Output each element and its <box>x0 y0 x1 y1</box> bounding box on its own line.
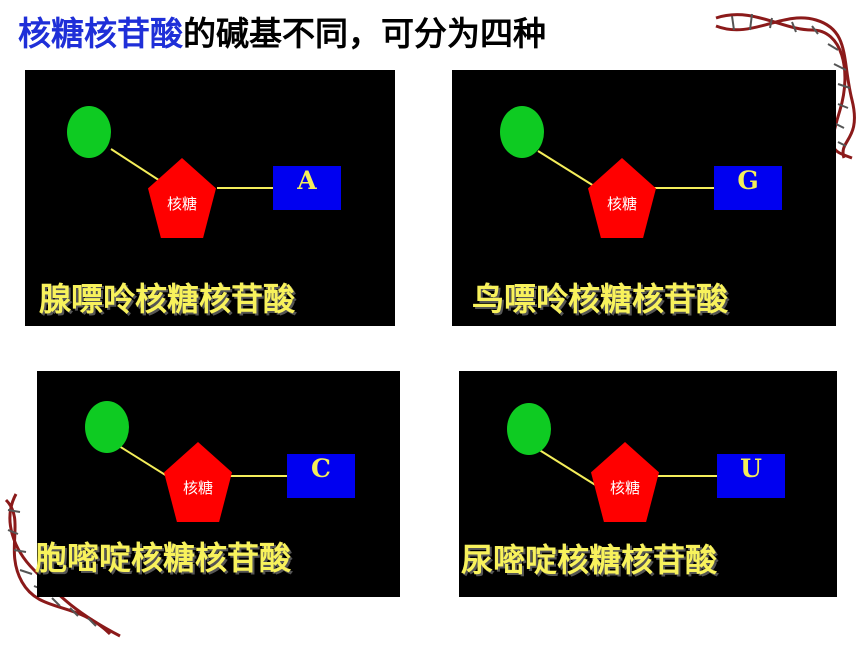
nucleotide-panel-guanine: 核糖 G 鸟嘌呤核糖核苷酸 <box>452 70 836 326</box>
sugar-base-bond <box>225 475 287 477</box>
nucleotide-caption: 腺嘌呤核糖核苷酸 <box>39 280 296 318</box>
base-letter: G <box>737 166 759 195</box>
title-rest: 的碱基不同，可分为四种 <box>183 14 546 53</box>
sugar-base-bond <box>217 187 273 189</box>
ribose-pentagon: 核糖 <box>148 158 216 238</box>
base-letter: C <box>311 454 331 483</box>
sugar-label: 核糖 <box>609 478 640 497</box>
nucleotide-panel-cytosine: 核糖 C 胞嘧啶核糖核苷酸 <box>35 371 400 597</box>
nucleotide-caption: 尿嘧啶核糖核苷酸 <box>461 541 718 579</box>
ribose-pentagon: 核糖 <box>591 442 659 522</box>
phosphate-circle <box>85 401 129 453</box>
ribose-pentagon: 核糖 <box>588 158 656 238</box>
title-highlight: 核糖核苷酸 <box>18 14 183 53</box>
phosphate-circle <box>67 106 111 158</box>
nucleotide-panel-uracil: 核糖 U 尿嘧啶核糖核苷酸 <box>459 371 837 597</box>
base-letter: A <box>297 166 317 195</box>
sugar-base-bond <box>648 187 714 189</box>
base-box: G <box>714 166 782 210</box>
nucleotide-panel-adenine: 核糖 A 腺嘌呤核糖核苷酸 <box>25 70 395 326</box>
nucleotide-caption: 胞嘧啶核糖核苷酸 <box>35 539 292 577</box>
ribose-pentagon: 核糖 <box>164 442 232 522</box>
page-title: 核糖核苷酸的碱基不同，可分为四种 <box>18 12 546 56</box>
sugar-base-bond <box>647 475 717 477</box>
sugar-label: 核糖 <box>606 194 637 213</box>
sugar-label: 核糖 <box>166 194 197 213</box>
base-box: C <box>287 454 355 498</box>
nucleotide-caption: 鸟嘌呤核糖核苷酸 <box>472 280 729 318</box>
base-letter: U <box>740 454 762 483</box>
phosphate-circle <box>507 403 551 455</box>
phosphate-circle <box>500 106 544 158</box>
sugar-label: 核糖 <box>182 478 213 497</box>
base-box: A <box>273 166 341 210</box>
base-box: U <box>717 454 785 498</box>
